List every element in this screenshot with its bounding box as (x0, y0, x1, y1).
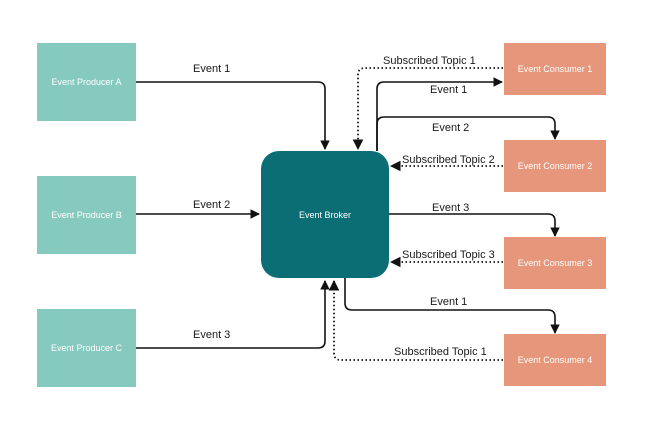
node-event-consumer-3[interactable]: Event Consumer 3 (504, 237, 606, 289)
edge-broker-to-consumer-1 (376, 77, 503, 151)
edge-label-producer-c: Event 3 (193, 329, 231, 341)
node-event-producer-b[interactable]: Event Producer B (37, 176, 136, 254)
edge-broker-to-consumer-3 (389, 213, 560, 237)
node-event-producer-a[interactable]: Event Producer A (37, 43, 136, 121)
node-event-consumer-2[interactable]: Event Consumer 2 (504, 140, 606, 192)
edge-consumer-1-subscription (352, 67, 503, 151)
edge-label-delivery-consumer-3: Event 3 (432, 202, 470, 214)
node-event-consumer-4[interactable]: Event Consumer 4 (504, 334, 606, 386)
edge-label-subscription-consumer-4: Subscribed Topic 1 (394, 346, 487, 358)
edge-producer-c-to-broker (136, 280, 330, 349)
edge-label-delivery-consumer-1: Event 1 (430, 84, 468, 96)
edge-broker-to-consumer-4 (344, 278, 560, 334)
edge-label-delivery-consumer-4: Event 1 (430, 296, 468, 308)
edge-label-producer-a: Event 1 (193, 63, 231, 75)
edge-label-subscription-consumer-2: Subscribed Topic 2 (402, 154, 495, 166)
edge-producer-a-to-broker (136, 81, 330, 150)
node-event-producer-c[interactable]: Event Producer C (37, 309, 136, 387)
edge-consumer-4-subscription (328, 279, 503, 361)
edge-label-delivery-consumer-2: Event 2 (432, 122, 470, 134)
edge-label-subscription-consumer-3: Subscribed Topic 3 (402, 249, 495, 261)
edge-broker-to-consumer-2 (376, 116, 560, 151)
edge-label-producer-b: Event 2 (193, 199, 231, 211)
edge-label-subscription-consumer-1: Subscribed Topic 1 (383, 55, 476, 67)
node-event-broker[interactable]: Event Broker (261, 151, 389, 278)
node-event-consumer-1[interactable]: Event Consumer 1 (504, 43, 606, 95)
